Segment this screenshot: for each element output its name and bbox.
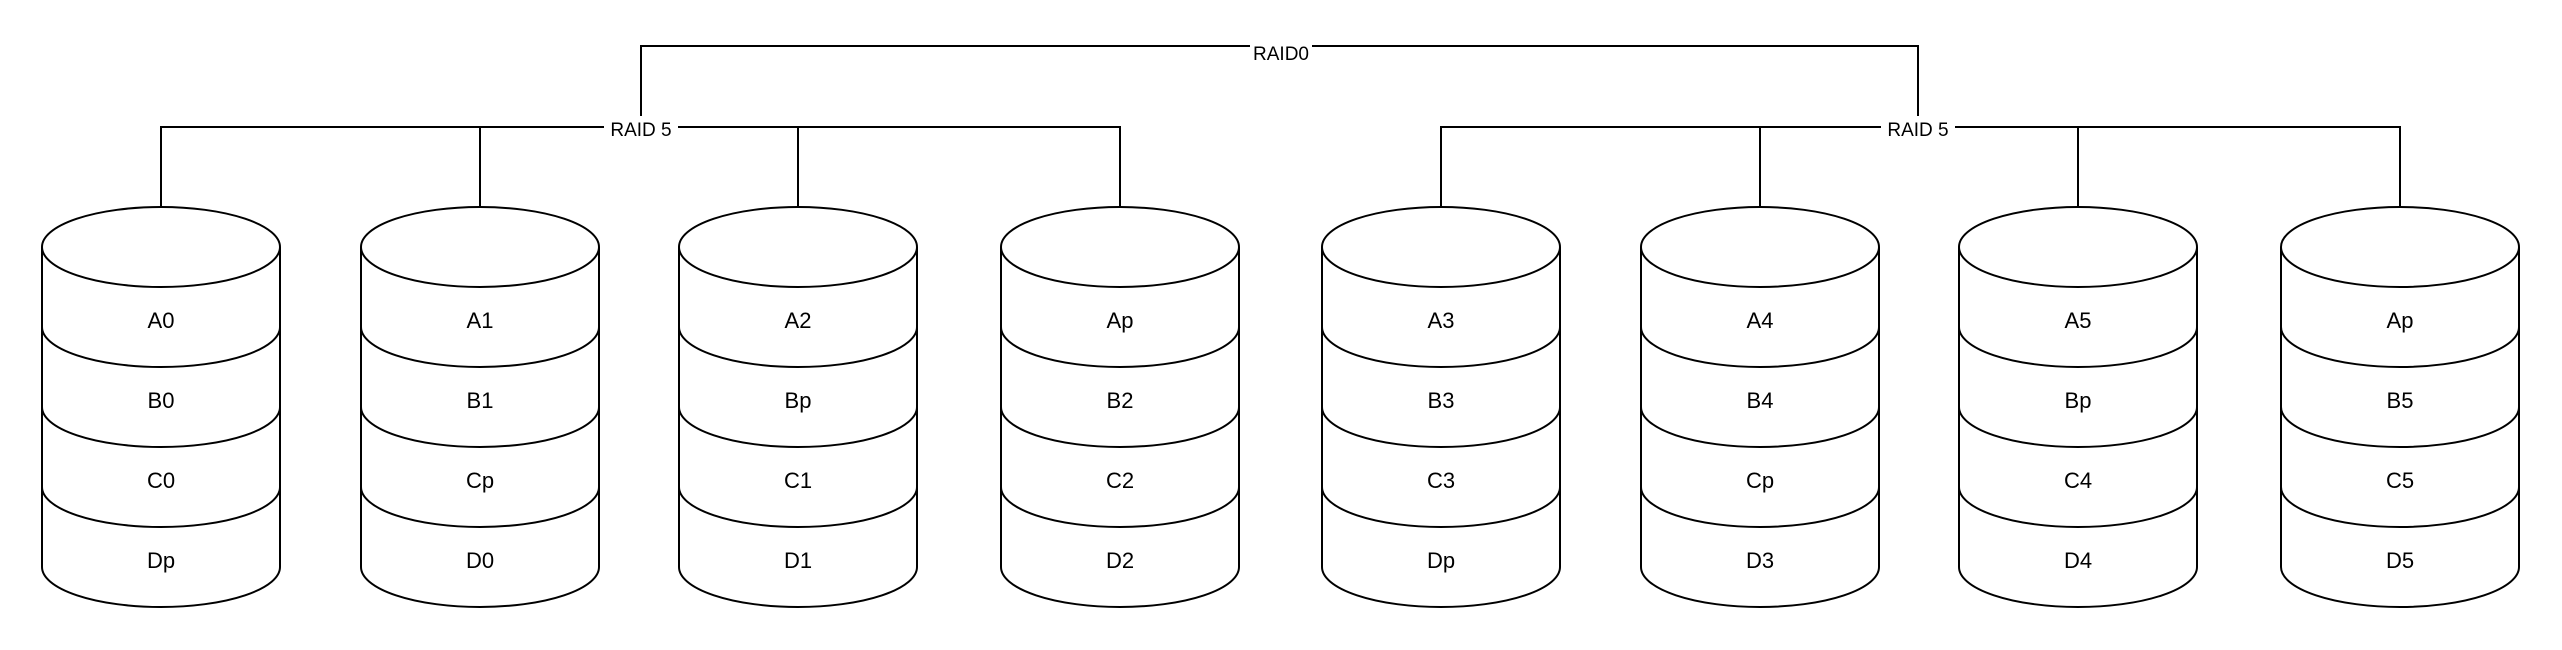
block-label: Dp [147, 548, 175, 573]
block-label: A0 [148, 308, 175, 333]
raid5-group-1-label: RAID 5 [610, 120, 671, 141]
block-label: C3 [1427, 468, 1455, 493]
block-label: Bp [2065, 388, 2092, 413]
block-label: Bp [785, 388, 812, 413]
block-label: D2 [1106, 548, 1134, 573]
block-label: A1 [467, 308, 494, 333]
disk: A2 Bp C1 D1 [678, 206, 918, 608]
block-label: Ap [1107, 308, 1134, 333]
block-label: Ap [2387, 308, 2414, 333]
block-label: D1 [784, 548, 812, 573]
block-label: Cp [1746, 468, 1774, 493]
block-label: C0 [147, 468, 175, 493]
block-label: B2 [1107, 388, 1134, 413]
block-label: B0 [148, 388, 175, 413]
raid5-group-2-label: RAID 5 [1887, 120, 1948, 141]
block-label: C1 [784, 468, 812, 493]
disk: A1 B1 Cp D0 [360, 206, 600, 608]
raid0-connector: RAID0 [640, 42, 1919, 127]
block-label: A2 [785, 308, 812, 333]
block-label: A5 [2065, 308, 2092, 333]
block-label: C5 [2386, 468, 2414, 493]
block-label: A3 [1428, 308, 1455, 333]
block-label: A4 [1747, 308, 1774, 333]
block-label: B5 [2387, 388, 2414, 413]
raid5-group-2-connector: RAID 5 [1440, 116, 2401, 207]
disk: A4 B4 Cp D3 [1640, 206, 1880, 608]
disk: Ap B2 C2 D2 [1000, 206, 1240, 608]
block-label: D0 [466, 548, 494, 573]
block-label: B4 [1747, 388, 1774, 413]
disk: A3 B3 C3 Dp [1321, 206, 1561, 608]
disk: A5 Bp C4 D4 [1958, 206, 2198, 608]
disk: A0 B0 C0 Dp [41, 206, 281, 608]
block-label: C4 [2064, 468, 2092, 493]
block-label: C2 [1106, 468, 1134, 493]
disk: Ap B5 C5 D5 [2280, 206, 2520, 608]
block-label: Cp [466, 468, 494, 493]
block-label: D5 [2386, 548, 2414, 573]
block-label: B1 [467, 388, 494, 413]
block-label: B3 [1428, 388, 1455, 413]
block-label: D3 [1746, 548, 1774, 573]
block-label: D4 [2064, 548, 2092, 573]
block-label: Dp [1427, 548, 1455, 573]
raid0-label: RAID0 [1253, 44, 1309, 65]
raid5-group-1-connector: RAID 5 [160, 116, 1121, 207]
